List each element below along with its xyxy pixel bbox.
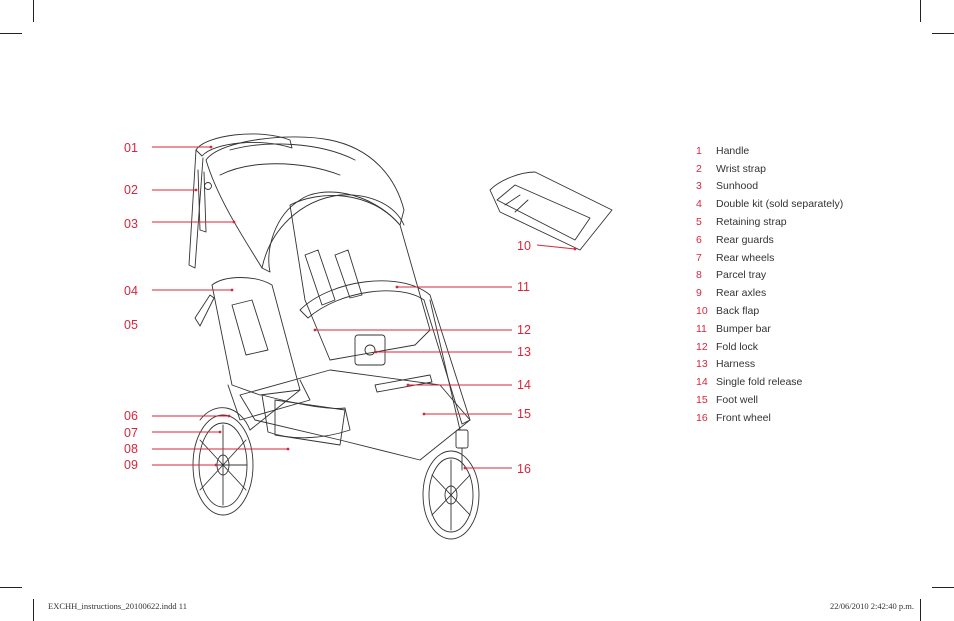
callout-06: 06 bbox=[124, 409, 138, 423]
crop-mark bbox=[920, 0, 921, 22]
legend-label: Double kit (sold separately) bbox=[716, 198, 844, 211]
callout-07: 07 bbox=[124, 426, 138, 440]
callout-12: 12 bbox=[517, 323, 531, 337]
legend-label: Fold lock bbox=[716, 340, 759, 353]
crop-mark bbox=[0, 587, 22, 588]
legend-number: 2 bbox=[696, 162, 702, 175]
callout-05: 05 bbox=[124, 318, 138, 332]
legend-item: 4 Double kit (sold separately) bbox=[696, 195, 936, 213]
legend-label: Bumper bar bbox=[716, 322, 771, 335]
footer-timestamp: 22/06/2010 2:42:40 p.m. bbox=[829, 601, 914, 611]
legend-item: 5 Retaining strap bbox=[696, 213, 936, 231]
parts-legend: 1 Handle 2 Wrist strap 3 Sunhood 4 Double ki… bbox=[696, 142, 936, 427]
legend-number: 13 bbox=[696, 358, 708, 371]
legend-number: 14 bbox=[696, 376, 708, 389]
legend-item: 3 Sunhood bbox=[696, 178, 936, 196]
legend-label: Retaining strap bbox=[716, 216, 787, 229]
legend-label: Rear wheels bbox=[716, 251, 775, 264]
callout-04: 04 bbox=[124, 284, 138, 298]
callout-11: 11 bbox=[517, 280, 530, 294]
legend-number: 6 bbox=[696, 233, 702, 246]
legend-number: 16 bbox=[696, 411, 708, 424]
legend-item: 11 Bumper bar bbox=[696, 320, 936, 338]
callout-09: 09 bbox=[124, 458, 138, 472]
crop-mark bbox=[920, 599, 921, 621]
legend-label: Sunhood bbox=[716, 180, 759, 193]
legend-label: Single fold release bbox=[716, 376, 803, 389]
crop-mark bbox=[932, 587, 954, 588]
legend-label: Rear axles bbox=[716, 287, 767, 300]
legend-number: 8 bbox=[696, 269, 702, 282]
legend-item: 6 Rear guards bbox=[696, 231, 936, 249]
callout-13: 13 bbox=[517, 345, 531, 359]
legend-number: 5 bbox=[696, 216, 702, 229]
legend-number: 4 bbox=[696, 198, 702, 211]
crop-mark bbox=[33, 0, 34, 22]
legend-number: 10 bbox=[696, 305, 708, 318]
legend-label: Front wheel bbox=[716, 411, 771, 424]
legend-item: 13 Harness bbox=[696, 356, 936, 374]
legend-item: 14 Single fold release bbox=[696, 373, 936, 391]
callout-03: 03 bbox=[124, 217, 138, 231]
callout-01: 01 bbox=[124, 141, 138, 155]
legend-label: Foot well bbox=[716, 394, 759, 407]
legend-item: 8 Parcel tray bbox=[696, 267, 936, 285]
callout-14: 14 bbox=[517, 378, 531, 392]
legend-item: 10 Back flap bbox=[696, 302, 936, 320]
legend-number: 15 bbox=[696, 394, 708, 407]
callout-16: 16 bbox=[517, 462, 531, 476]
callout-15: 15 bbox=[517, 407, 531, 421]
legend-number: 3 bbox=[696, 180, 702, 193]
legend-item: 12 Fold lock bbox=[696, 338, 936, 356]
legend-item: 15 Foot well bbox=[696, 391, 936, 409]
legend-item: 9 Rear axles bbox=[696, 284, 936, 302]
legend-item: 7 Rear wheels bbox=[696, 249, 936, 267]
legend-item: 2 Wrist strap bbox=[696, 160, 936, 178]
callout-02: 02 bbox=[124, 183, 138, 197]
callout-10: 10 bbox=[517, 239, 531, 253]
legend-label: Harness bbox=[716, 358, 756, 371]
legend-label: Back flap bbox=[716, 305, 760, 318]
legend-item: 1 Handle bbox=[696, 142, 936, 160]
legend-number: 9 bbox=[696, 287, 702, 300]
legend-label: Wrist strap bbox=[716, 162, 766, 175]
callout-08: 08 bbox=[124, 442, 138, 456]
legend-item: 16 Front wheel bbox=[696, 409, 936, 427]
legend-number: 12 bbox=[696, 340, 708, 353]
crop-mark bbox=[932, 33, 954, 34]
crop-mark bbox=[0, 33, 22, 34]
legend-label: Parcel tray bbox=[716, 269, 767, 282]
footer-filename: EXCHH_instructions_20100622.indd 11 bbox=[48, 601, 187, 611]
legend-number: 11 bbox=[696, 322, 707, 335]
legend-label: Rear guards bbox=[716, 233, 774, 246]
crop-mark bbox=[33, 599, 34, 621]
legend-label: Handle bbox=[716, 144, 750, 157]
legend-number: 1 bbox=[696, 144, 702, 157]
legend-number: 7 bbox=[696, 251, 702, 264]
